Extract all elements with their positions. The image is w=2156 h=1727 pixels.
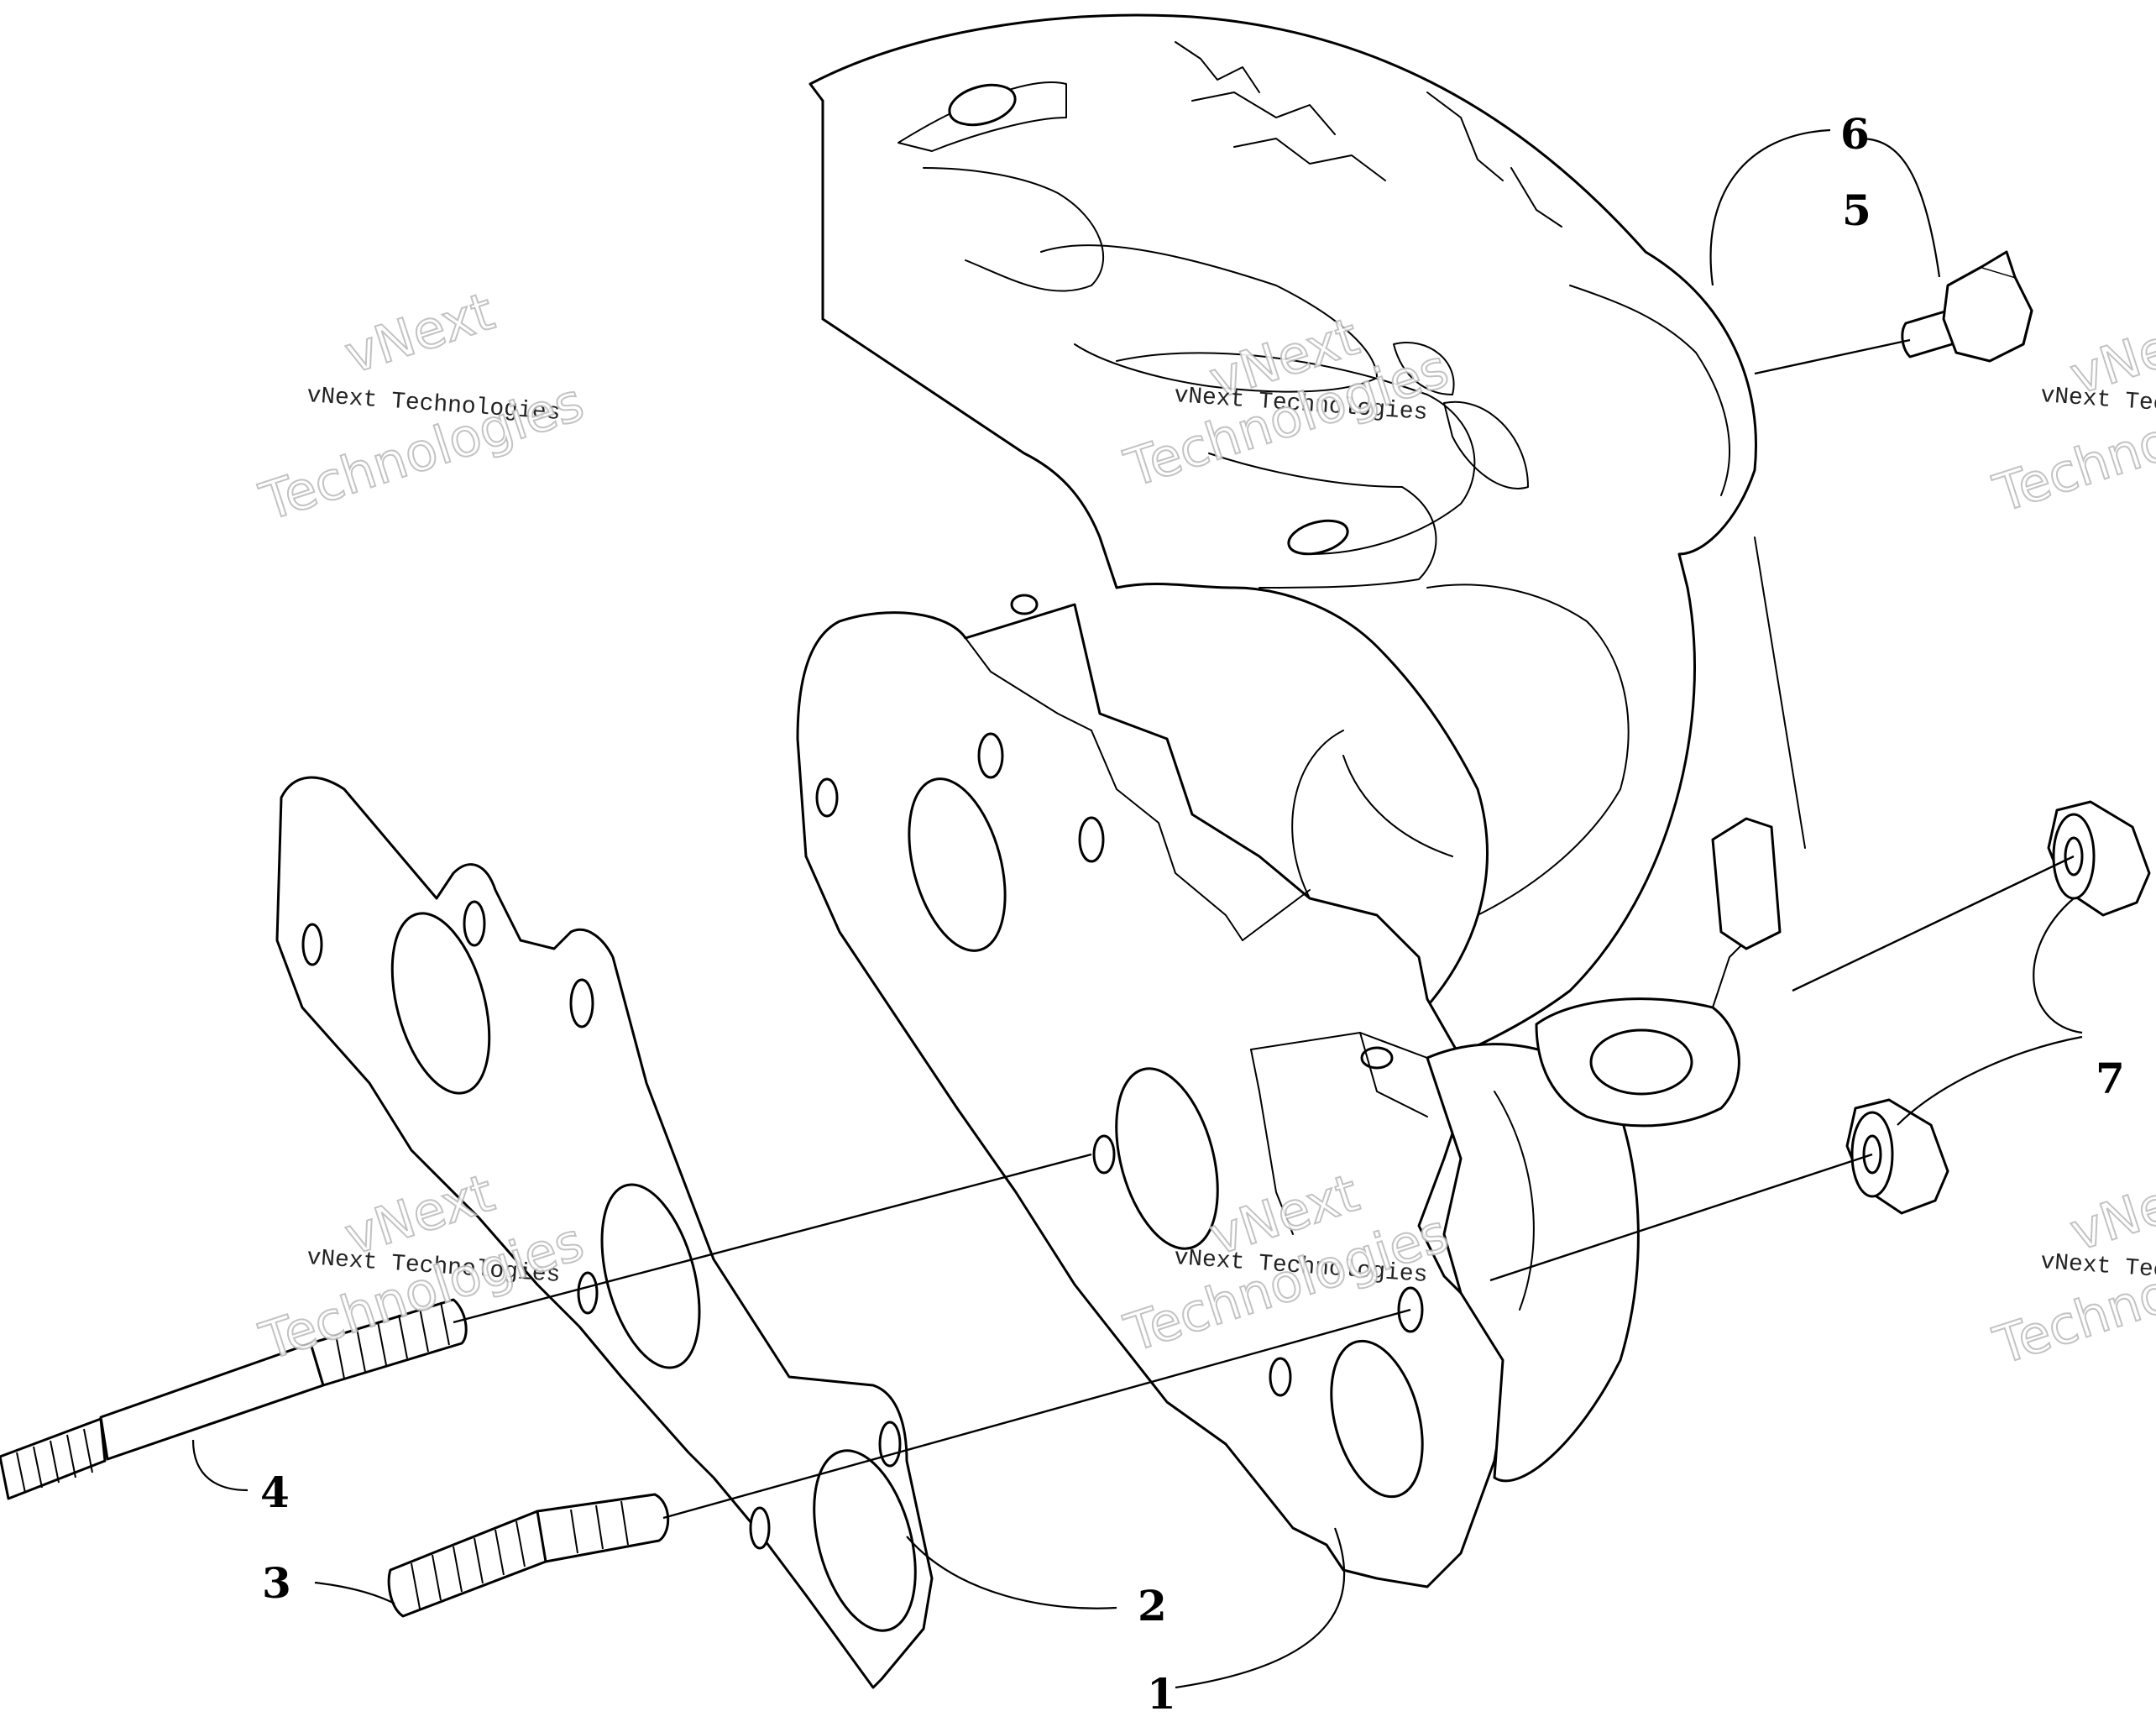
heat-shield <box>808 13 1757 1068</box>
callout-leaders <box>191 128 2083 1689</box>
assembly-axis-lines <box>453 338 2075 1520</box>
flange-nut-upper <box>2047 800 2151 917</box>
callout-labels: 1 2 3 4 5 6 7 <box>260 109 2125 1719</box>
callout-5: 5 <box>1842 186 1871 235</box>
watermark-line1: vNext <box>2063 1158 2156 1263</box>
exhaust-manifold <box>796 536 1806 1588</box>
callout-1: 1 <box>1147 1669 1176 1719</box>
long-stud <box>0 1298 468 1500</box>
callout-6: 6 <box>1840 109 1870 159</box>
flange-nut-lower <box>1845 1098 1949 1215</box>
callout-7: 7 <box>2096 1054 2125 1103</box>
callout-2: 2 <box>1138 1581 1167 1630</box>
callout-4: 4 <box>260 1468 290 1517</box>
watermark-bottom-right: vNext vNext Tec Techno <box>1986 1157 2156 1378</box>
short-stud <box>387 1493 670 1618</box>
manifold-gasket <box>275 776 934 1689</box>
watermark-top-left: vNext vNext Technologies Technologies <box>252 280 591 534</box>
watermark-line3: Techno <box>1986 1262 2156 1377</box>
watermark-line1: vNext <box>338 280 501 385</box>
shield-bolt <box>1901 250 2033 363</box>
watermark-line3: Techno <box>1986 410 2156 525</box>
callout-3: 3 <box>262 1558 291 1608</box>
